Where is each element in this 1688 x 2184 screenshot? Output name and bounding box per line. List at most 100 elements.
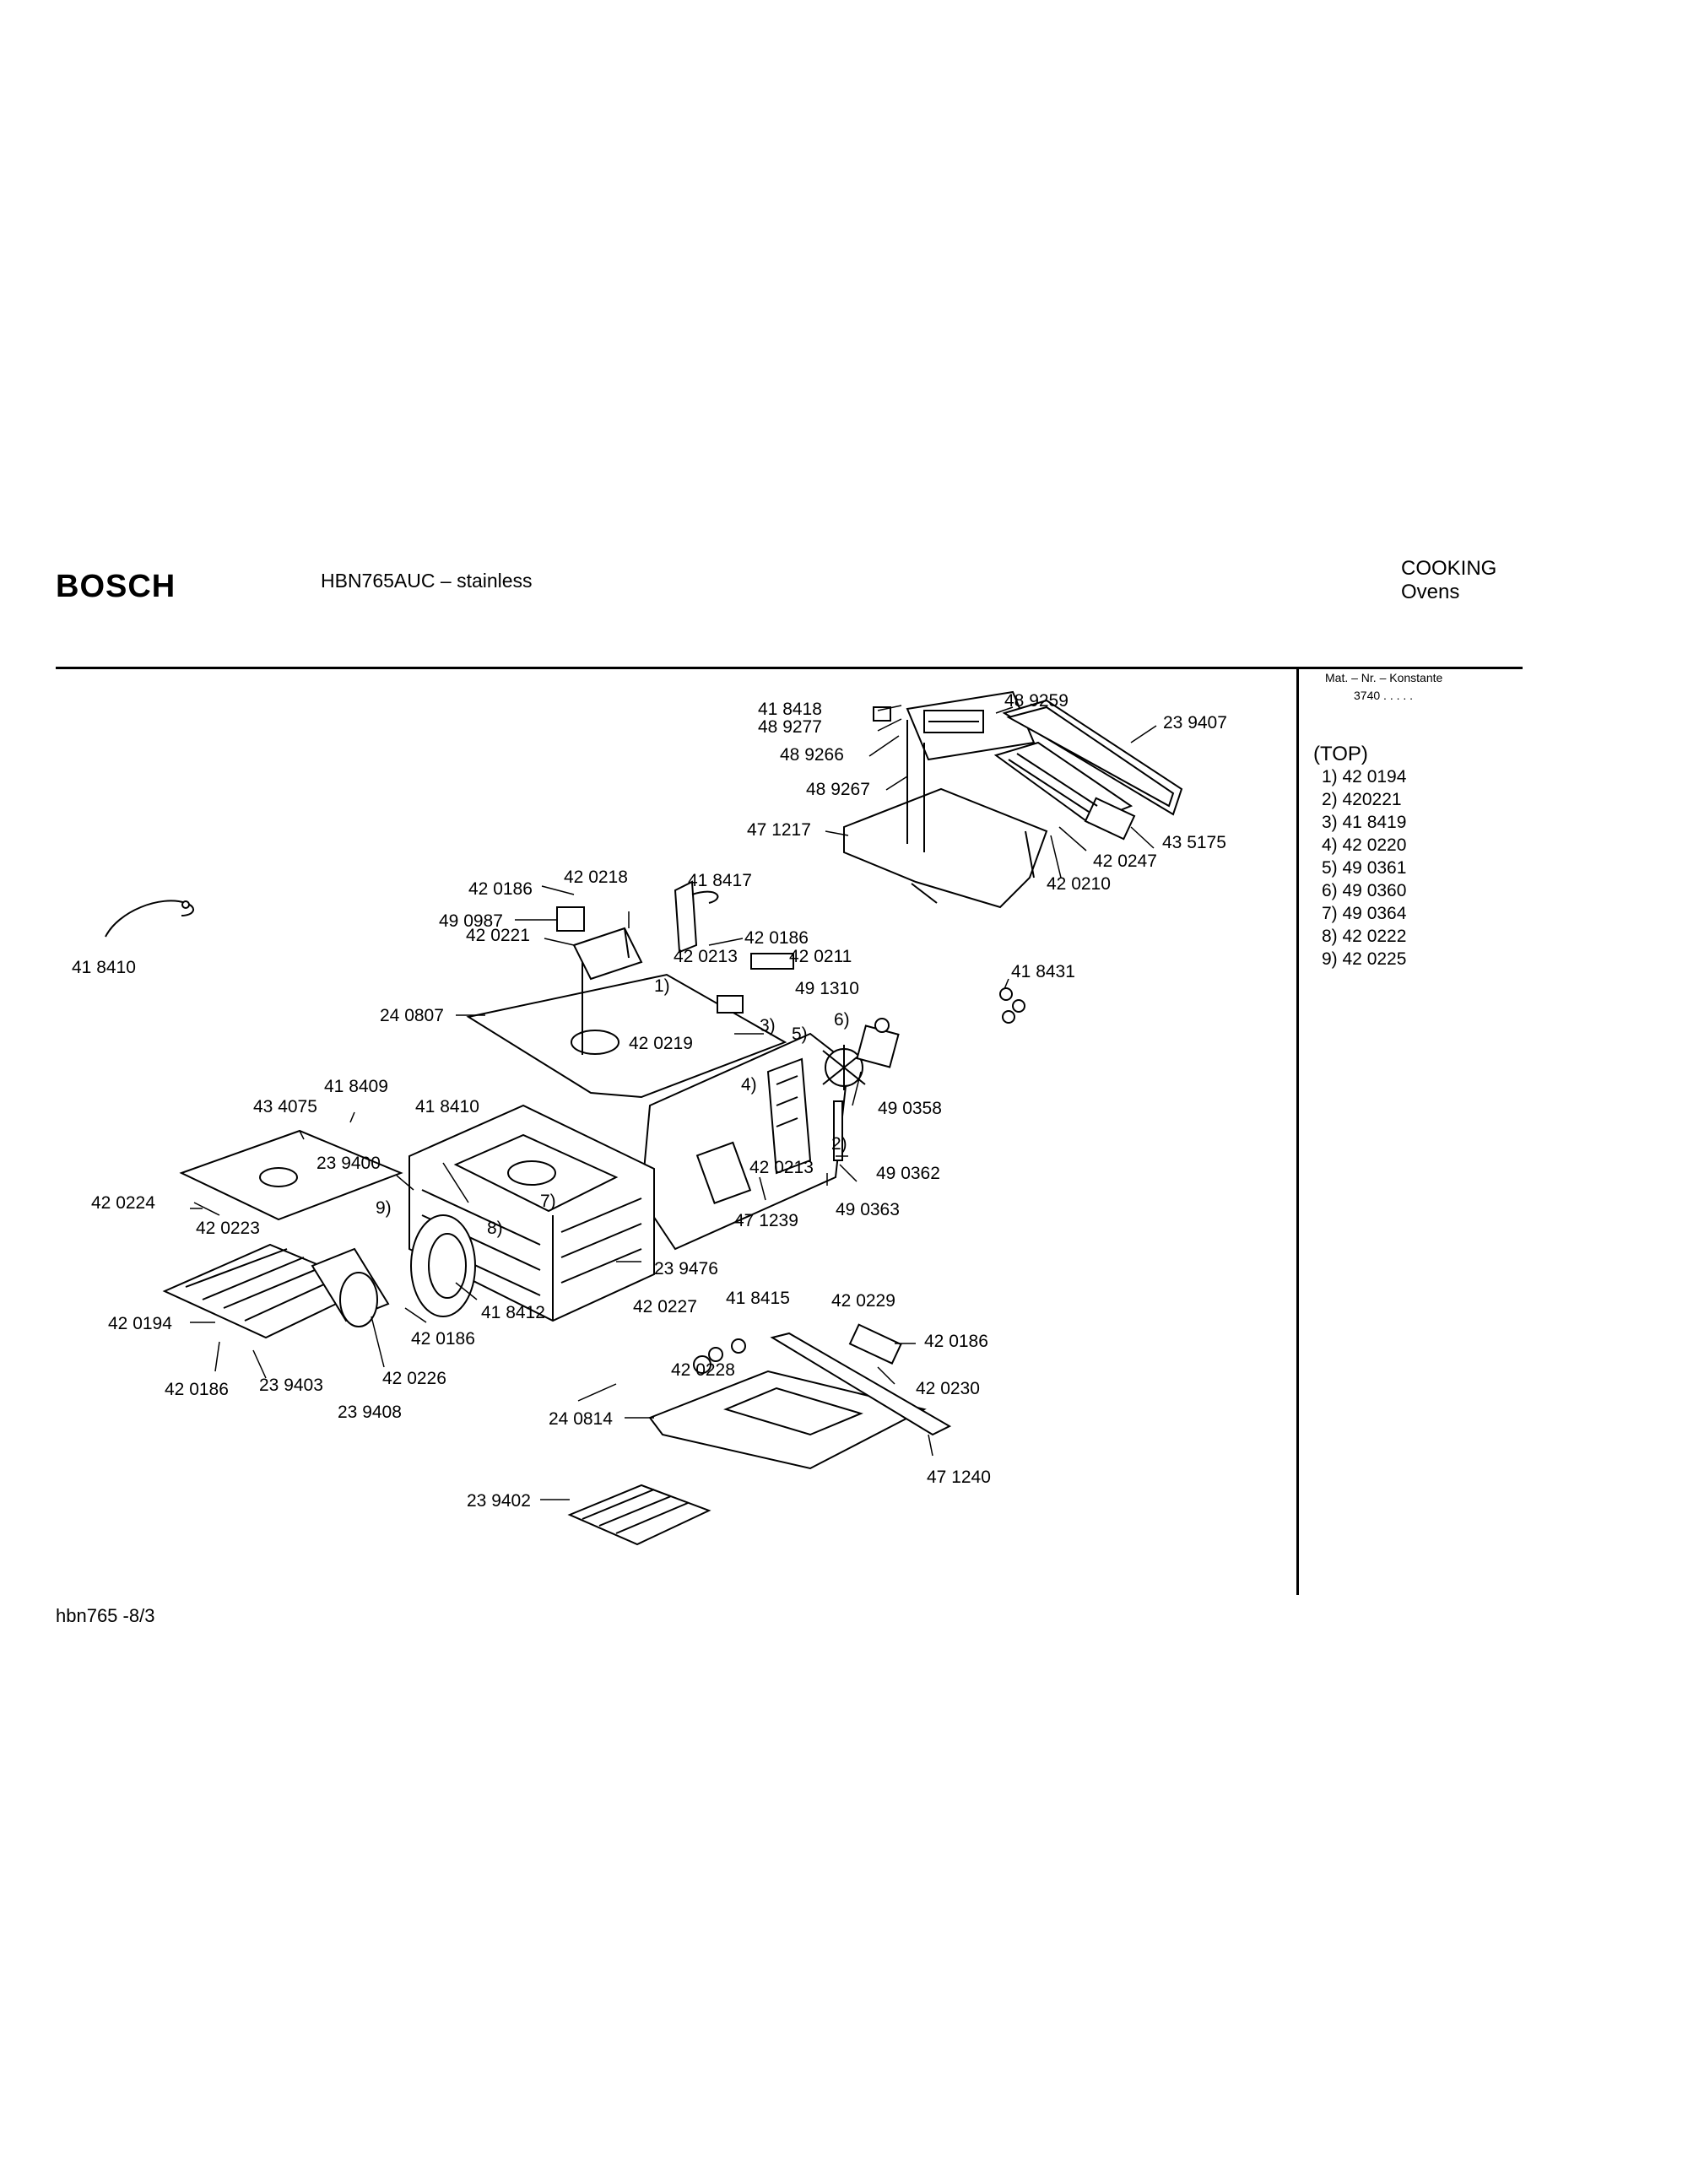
- broil-element-drawing: [162, 1243, 390, 1339]
- callout-label: 3): [760, 1016, 776, 1035]
- legend-divider: [1296, 667, 1299, 1595]
- category-label: COOKING Ovens: [1401, 557, 1496, 604]
- bracket-drawing: [674, 880, 719, 954]
- legend-list: 1) 42 0194 2) 420221 3) 41 8419 4) 42 02…: [1322, 765, 1406, 970]
- callout-label: 42 0186: [165, 1380, 229, 1399]
- callout-label: 42 0186: [411, 1329, 475, 1349]
- header-divider: [56, 667, 1523, 669]
- legend-item: 5) 49 0361: [1322, 858, 1407, 878]
- legend-item: 1) 42 0194: [1322, 767, 1407, 787]
- cavity-top-panel-drawing: [466, 962, 787, 1099]
- callout-label: 42 0211: [789, 947, 852, 966]
- callout-label: 47 1239: [734, 1211, 798, 1230]
- category-line-2: Ovens: [1401, 581, 1460, 603]
- callout-label: 42 0247: [1093, 851, 1157, 871]
- callout-label: 42 0229: [831, 1291, 895, 1311]
- cooling-fan-housing-drawing: [993, 741, 1136, 841]
- callout-label: 42 0219: [629, 1034, 693, 1053]
- control-board-drawing: [873, 690, 1036, 761]
- rear-fan-cover-drawing: [410, 1214, 476, 1317]
- convection-element-drawing: [766, 1057, 812, 1175]
- legend-item: 9) 42 0225: [1322, 949, 1407, 969]
- callout-label: 42 0186: [468, 879, 533, 899]
- callout-label: 42 0186: [744, 928, 809, 948]
- callout-label: 41 8415: [726, 1289, 790, 1308]
- brand-logo: BOSCH: [56, 569, 176, 604]
- callout-label: 49 0987: [439, 911, 503, 931]
- callout-label: 42 0223: [196, 1219, 260, 1238]
- callout-label: 23 9407: [1163, 713, 1227, 733]
- callout-label: 42 0213: [674, 947, 738, 966]
- callout-label: 5): [792, 1024, 808, 1044]
- callout-label: 41 8410: [415, 1097, 479, 1116]
- bottom-rail-drawing: [770, 1323, 952, 1436]
- callout-labels: 41 8418 48 9277 48 9259 48 9266 23 9407 …: [72, 691, 1227, 1511]
- callout-label: 48 9267: [806, 780, 870, 799]
- callout-label: 41 8431: [1011, 962, 1075, 981]
- legend-item: 3) 41 8419: [1322, 813, 1407, 832]
- callout-label: 42 0227: [633, 1297, 697, 1316]
- legend-item: 2) 420221: [1322, 790, 1402, 809]
- callout-label: 42 0228: [671, 1360, 735, 1380]
- callout-label: 23 9403: [259, 1376, 323, 1395]
- callout-label: 42 0213: [749, 1158, 814, 1177]
- callout-label: 41 8418: [758, 700, 822, 719]
- callout-label: 4): [741, 1075, 757, 1095]
- model-title: HBN765AUC – stainless: [321, 570, 533, 592]
- callout-label: 48 9266: [780, 745, 844, 765]
- callout-label: 23 9400: [316, 1154, 381, 1173]
- callout-label: 47 1217: [747, 820, 811, 840]
- top-plate-drawing: [843, 720, 1048, 909]
- legend-item: 4) 42 0220: [1322, 835, 1407, 855]
- fan-motor-drawing: [856, 1018, 900, 1068]
- temperature-sensor-drawing: [105, 900, 194, 938]
- callout-label: 48 9277: [758, 717, 822, 737]
- callout-label: 49 0358: [878, 1099, 942, 1118]
- callout-label: 42 0210: [1047, 874, 1111, 894]
- callout-label: 42 0194: [108, 1314, 172, 1333]
- callout-label: 48 9259: [1004, 691, 1069, 711]
- material-number-value: 3740 . . . . .: [1354, 689, 1414, 702]
- callout-label: 42 0218: [564, 868, 628, 887]
- legend-item: 6) 49 0360: [1322, 881, 1407, 900]
- callout-label: 42 0186: [924, 1332, 988, 1351]
- callout-label: 42 0226: [382, 1369, 446, 1388]
- callout-label: 49 1310: [795, 979, 859, 998]
- callout-label: 42 0221: [466, 926, 530, 945]
- callout-label: 41 8412: [481, 1303, 545, 1322]
- callout-label: 2): [831, 1134, 847, 1154]
- top-insulation-drawing: [179, 1129, 403, 1221]
- bake-element-drawing: [567, 1484, 711, 1546]
- callout-label: 24 0807: [380, 1006, 444, 1025]
- callout-label: 49 0362: [876, 1164, 940, 1183]
- cavity-floor-drawing: [648, 1370, 927, 1470]
- callout-label: 23 9402: [467, 1491, 531, 1511]
- callout-label: 1): [654, 976, 670, 996]
- callout-label: 6): [834, 1010, 850, 1030]
- callout-label: 23 9408: [338, 1403, 402, 1422]
- callout-label: 8): [487, 1219, 503, 1238]
- callout-label: 41 8409: [324, 1077, 388, 1096]
- terminal-block-drawing: [717, 953, 794, 1014]
- leader-lines: [190, 705, 1157, 1500]
- knob-parts-drawing: [693, 1338, 746, 1374]
- callout-label: 47 1240: [927, 1468, 991, 1487]
- screws-drawing: [999, 987, 1025, 1024]
- callout-label: 7): [540, 1192, 556, 1211]
- vent-trim-drawing: [1002, 699, 1183, 816]
- legend-item: 7) 49 0364: [1322, 904, 1407, 923]
- legend-title: (TOP): [1313, 743, 1368, 765]
- callout-label: 41 8410: [72, 958, 136, 977]
- thermostat-box-drawing: [556, 906, 643, 981]
- page-reference: hbn765 -8/3: [56, 1605, 155, 1626]
- callout-label: 41 8417: [688, 871, 752, 890]
- material-number-title: Mat. – Nr. – Konstante: [1325, 671, 1443, 684]
- callout-label: 42 0224: [91, 1193, 155, 1213]
- callout-label: 43 4075: [253, 1097, 317, 1116]
- category-line-1: COOKING: [1401, 557, 1497, 580]
- callout-label: 9): [376, 1198, 392, 1218]
- fan-bracket-drawing: [833, 1100, 843, 1161]
- callout-label: 43 5175: [1162, 833, 1226, 852]
- callout-label: 49 0363: [836, 1200, 900, 1219]
